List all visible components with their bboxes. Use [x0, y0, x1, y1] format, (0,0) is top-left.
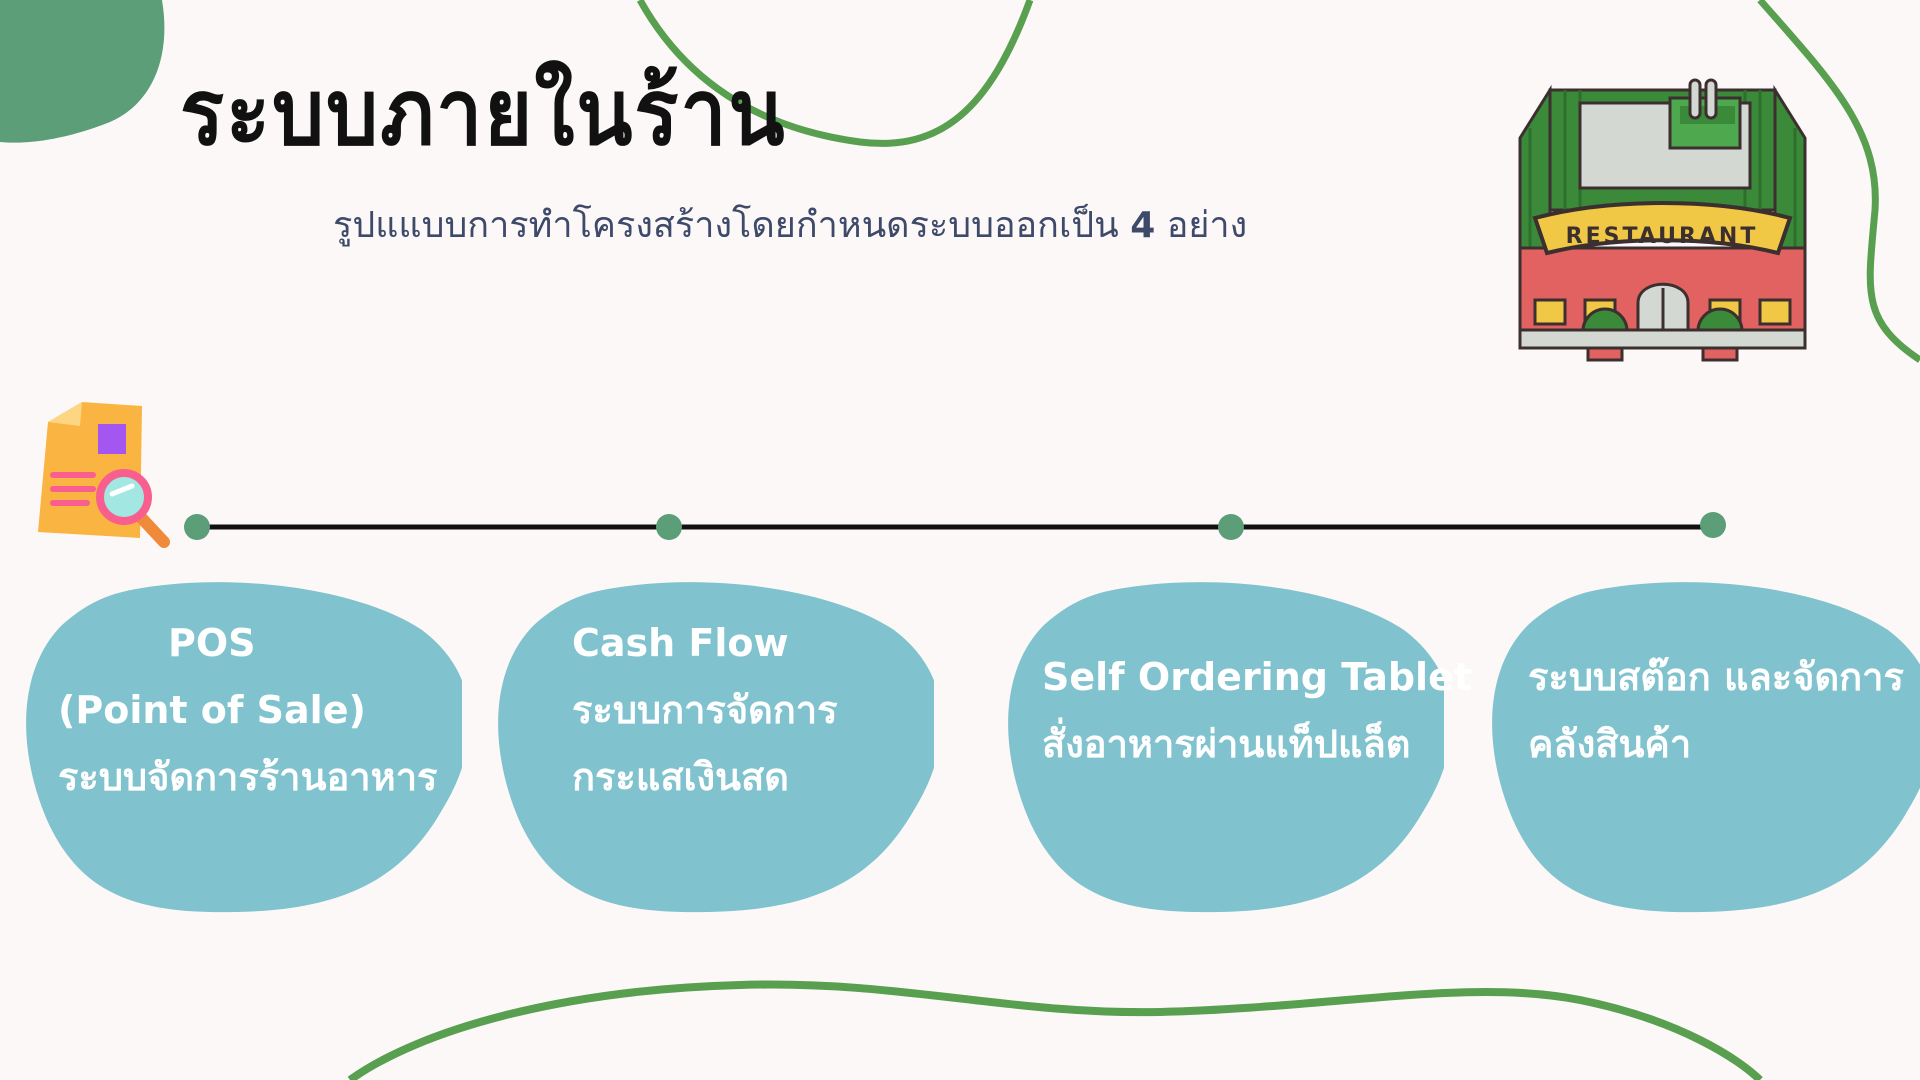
subtitle: รูปแแบบการทำโครงสร้างโดยกำหนดระบบออกเป็น… — [333, 196, 1247, 253]
system-card-stock: ระบบสต๊อก และจัดการ คลังสินค้า — [1488, 580, 1920, 920]
system-card-self-ordering: Self Ordering Tablet สั่งอาหารผ่านแท็ปแล… — [1004, 580, 1472, 920]
system-card-title: POS — [168, 621, 256, 665]
system-card-line: สั่งอาหารผ่านแท็ปแล็ต — [1042, 722, 1411, 766]
corner-blob — [0, 0, 165, 143]
system-card-line: (Point of Sale) — [58, 688, 366, 732]
page-title: ระบบภายในร้าน — [180, 60, 787, 167]
right-wave-curve — [1757, 0, 1920, 363]
system-card-title: ระบบสต๊อก และจัดการ — [1528, 655, 1904, 699]
subtitle-suffix: อย่าง — [1166, 205, 1248, 246]
timeline-node — [184, 514, 210, 540]
bottom-wave-curve — [347, 980, 1763, 1080]
subtitle-text: รูปแแบบการทำโครงสร้างโดยกำหนดระบบออกเป็น — [333, 205, 1119, 246]
timeline-node — [1700, 512, 1726, 538]
system-card-title: Cash Flow — [572, 621, 789, 665]
system-card-line: คลังสินค้า — [1528, 722, 1692, 766]
system-card-title: Self Ordering Tablet — [1042, 655, 1473, 699]
restaurant-sign-text: RESTAURANT — [1566, 224, 1759, 249]
system-card-line: กระแสเงินสด — [572, 755, 789, 799]
restaurant-building-icon: RESTAURANT — [1518, 78, 1807, 362]
document-search-icon — [38, 402, 170, 548]
system-card-pos: POS (Point of Sale) ระบบจัดการร้านอาหาร — [22, 580, 462, 920]
system-card-cash-flow: Cash Flow ระบบการจัดการ กระแสเงินสด — [494, 580, 934, 920]
top-wave-curve — [636, 0, 1034, 147]
timeline-node — [1218, 514, 1244, 540]
timeline-node — [656, 514, 682, 540]
subtitle-number: 4 — [1130, 205, 1156, 246]
system-card-line: ระบบการจัดการ — [572, 688, 838, 732]
system-card-line: ระบบจัดการร้านอาหาร — [58, 755, 438, 799]
